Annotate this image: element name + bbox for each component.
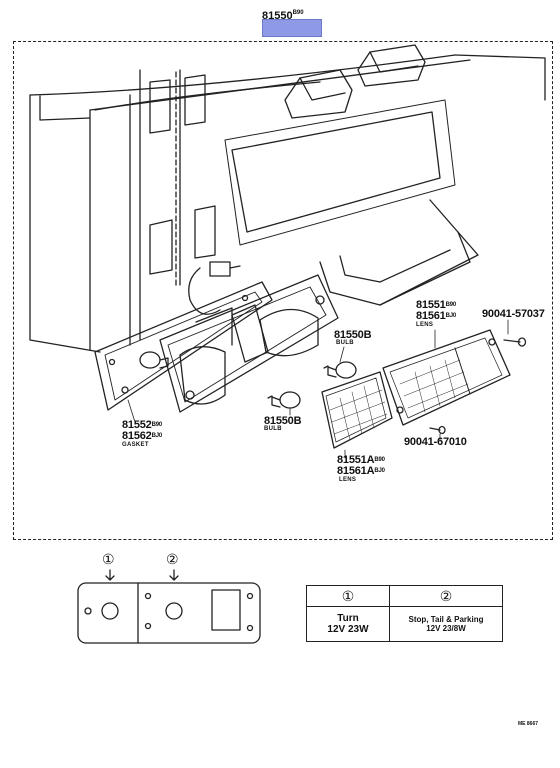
leader-lines <box>127 319 509 459</box>
bulb-spec-table: ① ② Turn 12V 23W Stop, Tail & Parking 12… <box>306 585 503 642</box>
turn-label: Turn <box>337 613 359 624</box>
label-bulb-a-name: BULB <box>336 340 354 346</box>
right-lens <box>382 329 511 426</box>
label-bulb-b[interactable]: 81550B <box>264 415 302 427</box>
label-screw-bottom[interactable]: 90041-67010 <box>404 436 467 448</box>
table-head-1: ① <box>306 585 390 607</box>
bulb-left <box>267 391 301 409</box>
main-part-code: 81550 <box>262 10 293 22</box>
diagram-frame <box>13 41 553 540</box>
left-lens <box>321 371 393 449</box>
stop-spec: 12V 23/8W <box>426 624 466 633</box>
label-screw-top[interactable]: 90041-57037 <box>482 308 545 320</box>
stop-label: Stop, Tail & Parking <box>408 615 484 624</box>
label-lens-right-b[interactable]: 81561BJ0 <box>416 310 457 322</box>
screw-bottom <box>429 425 446 435</box>
label-gasket-b[interactable]: 81562BJ0 <box>122 430 163 442</box>
label-bulb-a[interactable]: 81550B <box>334 329 372 341</box>
vehicle-body <box>29 44 546 353</box>
label-lens-left-name: LENS <box>339 477 357 483</box>
table-head-2: ② <box>389 585 503 607</box>
lamp-housing <box>159 274 339 413</box>
bulb-inside <box>139 351 169 369</box>
lamp-schematic <box>77 569 261 644</box>
marker-2: ② <box>166 551 179 567</box>
label-lens-right-a[interactable]: 81551B90 <box>416 299 457 311</box>
main-part-suffix: B90 <box>292 10 304 16</box>
marker-1: ① <box>102 551 115 567</box>
turn-spec: 12V 23W <box>327 624 369 635</box>
diagram-ref-code: ME 8667 <box>518 721 539 727</box>
label-bulb-b-name: BULB <box>264 426 282 432</box>
table-cell-turn: Turn 12V 23W <box>306 606 390 642</box>
label-gasket-a[interactable]: 81552B90 <box>122 419 163 431</box>
table-cell-stop: Stop, Tail & Parking 12V 23/8W <box>389 606 503 642</box>
label-lens-left-a[interactable]: 81551AB90 <box>337 454 385 466</box>
main-part-number[interactable]: 81550B90 <box>262 10 304 22</box>
label-lens-right-name: LENS <box>416 322 434 328</box>
label-lens-left-b[interactable]: 81561ABJ0 <box>337 465 385 477</box>
gasket-outline <box>94 281 273 411</box>
highlight-box <box>262 19 322 37</box>
screw-top <box>503 337 527 347</box>
bulb-right <box>323 361 357 379</box>
label-gasket-name: GASKET <box>122 442 149 448</box>
